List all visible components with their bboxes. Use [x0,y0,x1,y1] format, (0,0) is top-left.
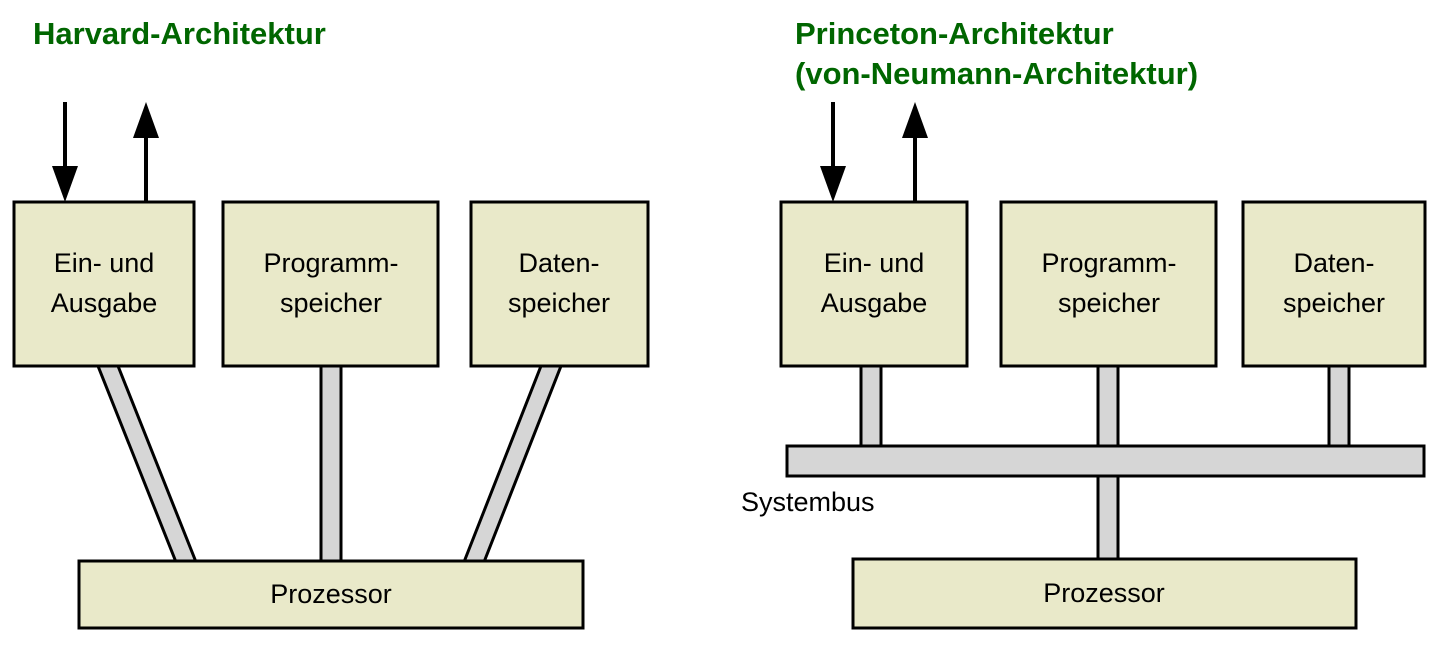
right-box-processor-label: Prozessor [1043,578,1165,608]
left-box-program-memory-label-line1: Programm- [263,248,398,278]
left-diagram-title: Harvard-Architektur [33,16,326,51]
left-box-data-memory[interactable]: Daten- speicher [469,200,650,368]
right-input-arrow-icon [820,102,846,202]
left-data-bus-connector [461,364,564,564]
right-diagram-title-line1: Princeton-Architektur [795,16,1114,51]
right-output-arrow-icon [902,102,928,202]
right-box-data-memory-label-line1: Daten- [1293,248,1374,278]
right-box-io-label-line1: Ein- und [824,248,925,278]
left-input-arrow-icon [52,102,78,202]
system-bus-label: Systembus [741,487,875,517]
left-io-bus-connector [95,364,199,564]
right-program-bus-connector [1096,364,1120,450]
left-box-program-memory[interactable]: Programm- speicher [221,200,440,368]
left-box-processor-label: Prozessor [270,579,392,609]
left-box-io-label-line2: Ausgabe [51,288,158,318]
left-box-data-memory-label-line2: speicher [508,288,610,318]
left-box-io-label-line1: Ein- und [54,248,155,278]
right-processor-bus-connector [1096,472,1120,564]
right-diagram-title-line2: (von-Neumann-Architektur) [795,56,1198,91]
right-box-processor[interactable]: Prozessor [851,557,1358,630]
right-box-program-memory-label-line1: Programm- [1041,248,1176,278]
left-output-arrow-icon [133,102,159,202]
right-data-bus-connector [1327,364,1351,450]
right-box-program-memory[interactable]: Programm- speicher [999,200,1218,368]
right-box-data-memory[interactable]: Daten- speicher [1241,200,1427,368]
left-box-processor[interactable]: Prozessor [77,559,585,630]
right-box-data-memory-label-line2: speicher [1283,288,1385,318]
left-box-io[interactable]: Ein- und Ausgabe [12,200,196,368]
right-io-bus-connector [859,364,883,450]
right-diagram-group: Princeton-Architektur (von-Neumann-Archi… [741,16,1427,630]
left-diagram-group: Harvard-Architektur Ein- und Ausgab [12,16,650,630]
left-box-data-memory-label-line1: Daten- [518,248,599,278]
system-bus-bar [785,444,1426,478]
right-box-io[interactable]: Ein- und Ausgabe [779,200,969,368]
left-box-program-memory-label-line2: speicher [280,288,382,318]
right-box-io-label-line2: Ausgabe [821,288,928,318]
right-box-program-memory-label-line2: speicher [1058,288,1160,318]
left-program-bus-connector [319,364,343,564]
